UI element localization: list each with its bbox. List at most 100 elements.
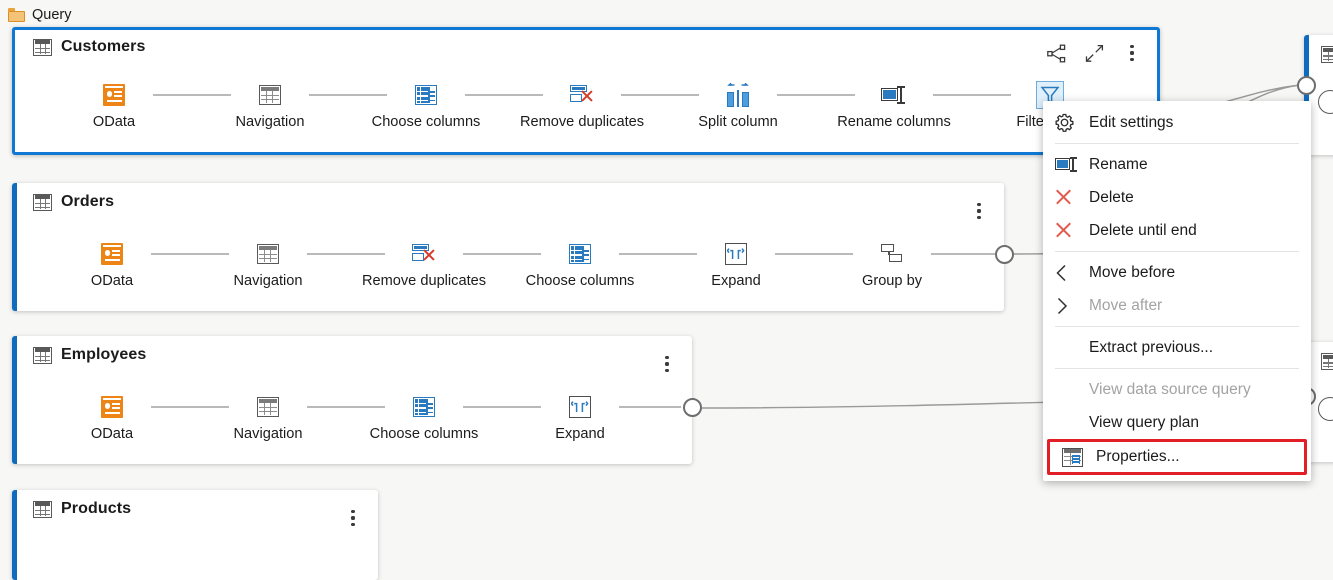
step-odata[interactable]: OData — [73, 241, 151, 289]
query-diagram-canvas: Query Customers OData — [8, 7, 1333, 580]
step-label: Expand — [711, 273, 761, 289]
step-connector — [151, 406, 229, 408]
split-column-icon — [725, 82, 751, 108]
step-connector — [307, 406, 385, 408]
step-navigation[interactable]: Navigation — [231, 82, 309, 130]
step-split-column[interactable]: Split column — [698, 82, 778, 130]
table-icon — [33, 38, 52, 56]
card-header-actions — [342, 507, 364, 529]
remove-duplicates-icon — [569, 82, 595, 108]
step-choose-columns[interactable]: Choose columns — [372, 82, 480, 130]
group-by-icon — [879, 241, 905, 267]
step-connector — [307, 253, 385, 255]
step-label: OData — [90, 426, 134, 442]
step-navigation[interactable]: Navigation — [229, 241, 307, 289]
steps-strip-customers: OData Navigation Choose columns Remove d… — [75, 81, 1089, 130]
menu-item-edit-settings[interactable]: Edit settings — [1043, 106, 1311, 139]
card-accent-bar — [1304, 35, 1309, 155]
more-options-icon[interactable] — [342, 507, 364, 529]
collapse-icon[interactable] — [1083, 42, 1105, 64]
query-card-title: Orders — [33, 193, 114, 211]
query-output-endpoint-orders[interactable] — [995, 245, 1014, 264]
step-navigation[interactable]: Navigation — [229, 394, 307, 442]
step-label: Navigation — [235, 114, 305, 130]
expand-icon — [723, 241, 749, 267]
query-card-products[interactable]: Products — [12, 490, 378, 580]
step-label: Navigation — [233, 273, 303, 289]
step-label: Navigation — [233, 426, 303, 442]
query-output-endpoint-employees[interactable] — [683, 398, 702, 417]
step-expand[interactable]: Expand — [541, 394, 619, 442]
table-icon — [33, 193, 52, 211]
table-icon — [1321, 353, 1333, 370]
step-label: Rename columns — [837, 114, 951, 130]
step-connector — [619, 406, 681, 408]
step-connector — [151, 253, 229, 255]
properties-icon — [1062, 447, 1092, 467]
chevron-right-icon — [1055, 297, 1085, 315]
step-connector — [463, 406, 541, 408]
query-name-customers: Customers — [61, 38, 146, 55]
odata-icon — [99, 241, 125, 267]
step-choose-columns[interactable]: Choose columns — [526, 241, 634, 289]
odata-icon — [99, 394, 125, 420]
card-accent-bar — [12, 183, 17, 311]
step-remove-duplicates[interactable]: Remove duplicates — [520, 82, 644, 130]
table-icon — [33, 346, 52, 364]
card-header-actions — [656, 353, 678, 375]
offscreen-step-icon — [1318, 90, 1333, 114]
menu-item-view-data-source-query[interactable]: View data source query — [1043, 373, 1311, 406]
step-odata[interactable]: OData — [75, 82, 153, 130]
query-card-customers[interactable]: Customers OData Navigation — [12, 27, 1160, 155]
more-options-icon[interactable] — [1121, 42, 1143, 64]
menu-item-label: Delete — [1089, 188, 1134, 206]
steps-strip-orders: OData Navigation Remove duplicates Choos… — [73, 241, 995, 289]
delete-x-icon — [1055, 222, 1085, 239]
more-options-icon[interactable] — [656, 353, 678, 375]
menu-separator — [1055, 143, 1299, 144]
folder-icon — [8, 8, 25, 22]
menu-item-label: Move after — [1089, 296, 1163, 314]
step-odata[interactable]: OData — [73, 394, 151, 442]
menu-item-move-after[interactable]: Move after — [1043, 289, 1311, 322]
step-label: Choose columns — [369, 426, 479, 442]
rename-columns-icon — [881, 82, 907, 108]
step-choose-columns[interactable]: Choose columns — [370, 394, 478, 442]
breadcrumb[interactable]: Query — [8, 7, 72, 23]
step-connector — [777, 94, 855, 96]
card-accent-bar — [12, 490, 17, 580]
menu-item-delete-until-end[interactable]: Delete until end — [1043, 214, 1311, 247]
step-connector — [465, 94, 543, 96]
menu-item-view-query-plan[interactable]: View query plan — [1043, 406, 1311, 439]
navigation-table-icon — [255, 394, 281, 420]
query-card-employees[interactable]: Employees OData Navigation Choose column… — [12, 336, 692, 464]
share-icon[interactable] — [1045, 42, 1067, 64]
menu-item-label: View data source query — [1089, 380, 1251, 398]
choose-columns-icon — [413, 82, 439, 108]
step-remove-duplicates[interactable]: Remove duplicates — [362, 241, 486, 289]
rename-icon — [1055, 157, 1085, 172]
menu-item-properties[interactable]: Properties... — [1047, 439, 1307, 475]
step-label: Choose columns — [371, 114, 481, 130]
menu-item-extract-previous[interactable]: Extract previous... — [1043, 331, 1311, 364]
menu-item-delete[interactable]: Delete — [1043, 181, 1311, 214]
query-card-orders[interactable]: Orders OData Navigation Remove duplicate… — [12, 183, 1004, 311]
step-context-menu[interactable]: Edit settings Rename Delete Delete until… — [1043, 101, 1311, 481]
more-options-icon[interactable] — [968, 200, 990, 222]
step-connector — [619, 253, 697, 255]
steps-strip-employees: OData Navigation Choose columns Expand — [73, 394, 681, 442]
step-expand[interactable]: Expand — [697, 241, 775, 289]
step-group-by[interactable]: Group by — [853, 241, 931, 289]
menu-item-move-before[interactable]: Move before — [1043, 256, 1311, 289]
delete-x-icon — [1055, 189, 1085, 206]
menu-item-rename[interactable]: Rename — [1043, 148, 1311, 181]
step-label: Remove duplicates — [519, 114, 645, 130]
step-label: Remove duplicates — [361, 273, 487, 289]
query-name-employees: Employees — [61, 346, 147, 363]
connector-endpoint-top-right[interactable] — [1297, 76, 1316, 95]
gear-icon — [1055, 113, 1085, 132]
card-header-actions — [968, 200, 990, 222]
step-rename-columns[interactable]: Rename columns — [837, 82, 951, 130]
menu-separator — [1055, 326, 1299, 327]
step-connector — [621, 94, 699, 96]
